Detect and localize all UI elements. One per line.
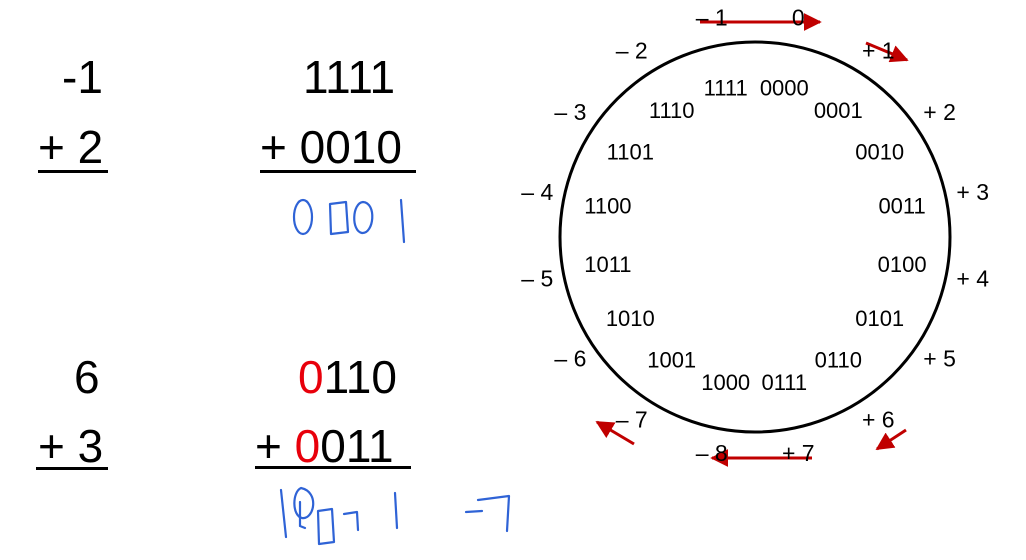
wheel-value-8: – 8 (696, 440, 728, 466)
wheel-value-10: – 6 (554, 345, 586, 371)
wheel-value-9: – 7 (616, 407, 648, 433)
handwritten-result-0001 (292, 198, 406, 244)
handwritten-decimal-minus7 (464, 494, 511, 533)
wheel-code-1100: 1100 (584, 194, 631, 219)
wheel-code-0100: 0100 (878, 252, 927, 277)
arrow-bottom-left (595, 420, 635, 446)
wheel-code-0111: 0111 (761, 370, 807, 395)
wheel-value-14: – 2 (616, 37, 648, 63)
wheel-code-0010: 0010 (855, 140, 904, 165)
wheel-code-1111: 1111 (704, 76, 748, 101)
ex2-decimal-sum-line (36, 467, 108, 470)
wheel-value-3: + 3 (956, 179, 989, 205)
wheel-code-1110: 1110 (649, 98, 695, 123)
wheel-code-0110: 0110 (815, 348, 862, 373)
arrow-bottom-right (875, 428, 907, 451)
ex1-decimal-top: -1 (62, 51, 103, 103)
ex2-decimal-bottom: + 3 (38, 420, 104, 472)
wheel-value-12: – 4 (521, 179, 553, 205)
ex2-top-sign-bit: 0 (298, 351, 324, 403)
wheel-value-1: + 1 (862, 37, 895, 63)
wheel-code-0101: 0101 (855, 306, 904, 331)
wheel-value-4: + 4 (956, 265, 989, 291)
ex2-binary-top: 0110 (298, 354, 397, 400)
wheel-value-6: + 6 (862, 407, 895, 433)
wheel-code-0000: 0000 (760, 76, 809, 101)
handwritten-result-1001 (279, 486, 399, 546)
wheel-code-0011: 0011 (878, 194, 925, 219)
wheel-circle (558, 40, 952, 434)
wheel-code-1101: 1101 (607, 140, 654, 165)
wheel-value-2: + 2 (923, 99, 956, 125)
ex2-top-rest: 110 (323, 351, 397, 403)
ex2-bottom-prefix: + (255, 420, 295, 472)
wheel-value-5: + 5 (923, 345, 956, 371)
wheel-value-0: 0 (792, 4, 805, 30)
ex1-binary-bottom: + 0010 (260, 121, 402, 173)
ex2-bottom-rest: 011 (320, 420, 394, 472)
wheel-code-1000: 1000 (701, 370, 750, 395)
ex1-decimal-bottom: + 2 (38, 121, 104, 173)
ex1-binary-top: 1111 (303, 51, 396, 103)
ex2-decimal-top: 6 (74, 351, 100, 403)
wheel-code-0001: 0001 (814, 98, 863, 123)
ex2-binary-sum-line (255, 466, 411, 469)
wheel-value-7: + 7 (782, 440, 815, 466)
wheel-value-11: – 5 (521, 265, 553, 291)
wheel-code-1001: 1001 (647, 348, 696, 373)
arrow-top-right (865, 41, 909, 63)
ex2-bottom-sign-bit: 0 (294, 420, 321, 472)
wheel-value-15: – 1 (696, 4, 728, 30)
ex1-decimal-sum-line (38, 170, 108, 173)
wheel-value-13: – 3 (554, 99, 586, 125)
wheel-code-1011: 1011 (584, 252, 631, 277)
ex1-binary-sum-line (260, 170, 416, 173)
wheel-code-1010: 1010 (606, 306, 655, 331)
ex2-binary-bottom: + 0011 (255, 423, 394, 469)
